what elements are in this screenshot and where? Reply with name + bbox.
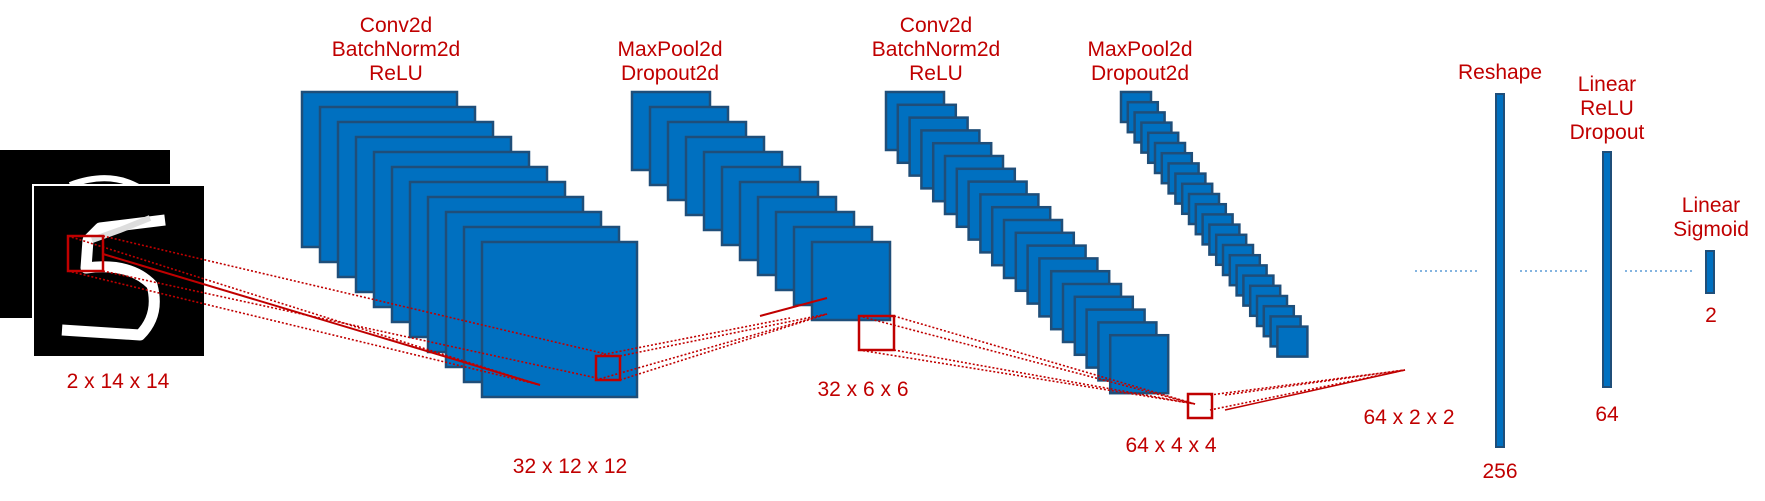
conn-line xyxy=(619,313,828,381)
conn-line xyxy=(595,313,828,381)
fc1-label-relu: ReLU xyxy=(1580,97,1634,120)
input-digit-five xyxy=(61,214,166,341)
conn-line xyxy=(67,235,541,386)
conn-line xyxy=(893,315,1196,405)
pool1-feature-maps xyxy=(630,90,892,322)
pool2-feature-maps xyxy=(1119,90,1309,358)
pool2-dims-label: 64 x 2 x 2 xyxy=(1363,406,1454,429)
conn-line xyxy=(858,315,1196,405)
fc1-label-dropout: Dropout xyxy=(1570,121,1645,144)
input-kernel-window xyxy=(66,234,105,273)
fc2-label-linear: Linear xyxy=(1682,194,1740,217)
pool2-label-dropout2d: Dropout2d xyxy=(1091,62,1189,85)
conv1-label-batchnorm2d: BatchNorm2d xyxy=(332,38,460,61)
conv2-label-conv2d: Conv2d xyxy=(900,14,972,37)
fc2-dims-label: 2 xyxy=(1705,304,1717,327)
fc2-vector xyxy=(1705,250,1715,294)
pool1-dims-label: 32 x 6 x 6 xyxy=(817,378,908,401)
conv1-front-map xyxy=(480,240,639,399)
conn-line xyxy=(102,270,607,381)
pool1-kernel-window xyxy=(857,314,896,352)
reshape-dims-label: 256 xyxy=(1482,460,1517,483)
conv2-label-relu: ReLU xyxy=(909,62,963,85)
conv2-label-batchnorm2d: BatchNorm2d xyxy=(872,38,1000,61)
conv1-feature-maps xyxy=(300,90,639,399)
reshape-label: Reshape xyxy=(1458,61,1542,84)
receptive-field-lines xyxy=(67,235,1406,411)
pool1-front-map xyxy=(810,240,892,322)
fc1-label-linear: Linear xyxy=(1578,73,1636,96)
conv2-kernel-window xyxy=(1186,392,1214,420)
conv1-kernel-window xyxy=(594,354,622,382)
conn-line xyxy=(858,349,1196,405)
conn-line xyxy=(1209,369,1406,396)
conn-line-solid xyxy=(759,297,828,317)
conn-line xyxy=(893,349,1196,405)
conv1-label-relu: ReLU xyxy=(369,62,423,85)
fc1-dims-label: 64 xyxy=(1595,403,1619,426)
conv2-feature-maps xyxy=(884,90,1170,395)
conv1-dims-label: 32 x 12 x 12 xyxy=(513,455,627,478)
reshape-vector xyxy=(1495,93,1505,448)
conn-line xyxy=(67,270,541,386)
pool1-label-dropout2d: Dropout2d xyxy=(621,62,719,85)
conv2-dims-label: 64 x 4 x 4 xyxy=(1125,434,1216,457)
conn-line xyxy=(619,313,828,357)
pool2-label-maxpool2d: MaxPool2d xyxy=(1087,38,1192,61)
conn-line xyxy=(595,317,791,357)
conn-line-solid xyxy=(1224,369,1406,411)
fc1-vector xyxy=(1602,151,1612,388)
pool1-label-maxpool2d: MaxPool2d xyxy=(617,38,722,61)
fc2-label-sigmoid: Sigmoid xyxy=(1673,218,1749,241)
conn-line-solid xyxy=(102,253,541,386)
input-dims-label: 2 x 14 x 14 xyxy=(67,370,170,393)
conv1-label-conv2d: Conv2d xyxy=(360,14,432,37)
pool2-front-map xyxy=(1276,325,1309,358)
